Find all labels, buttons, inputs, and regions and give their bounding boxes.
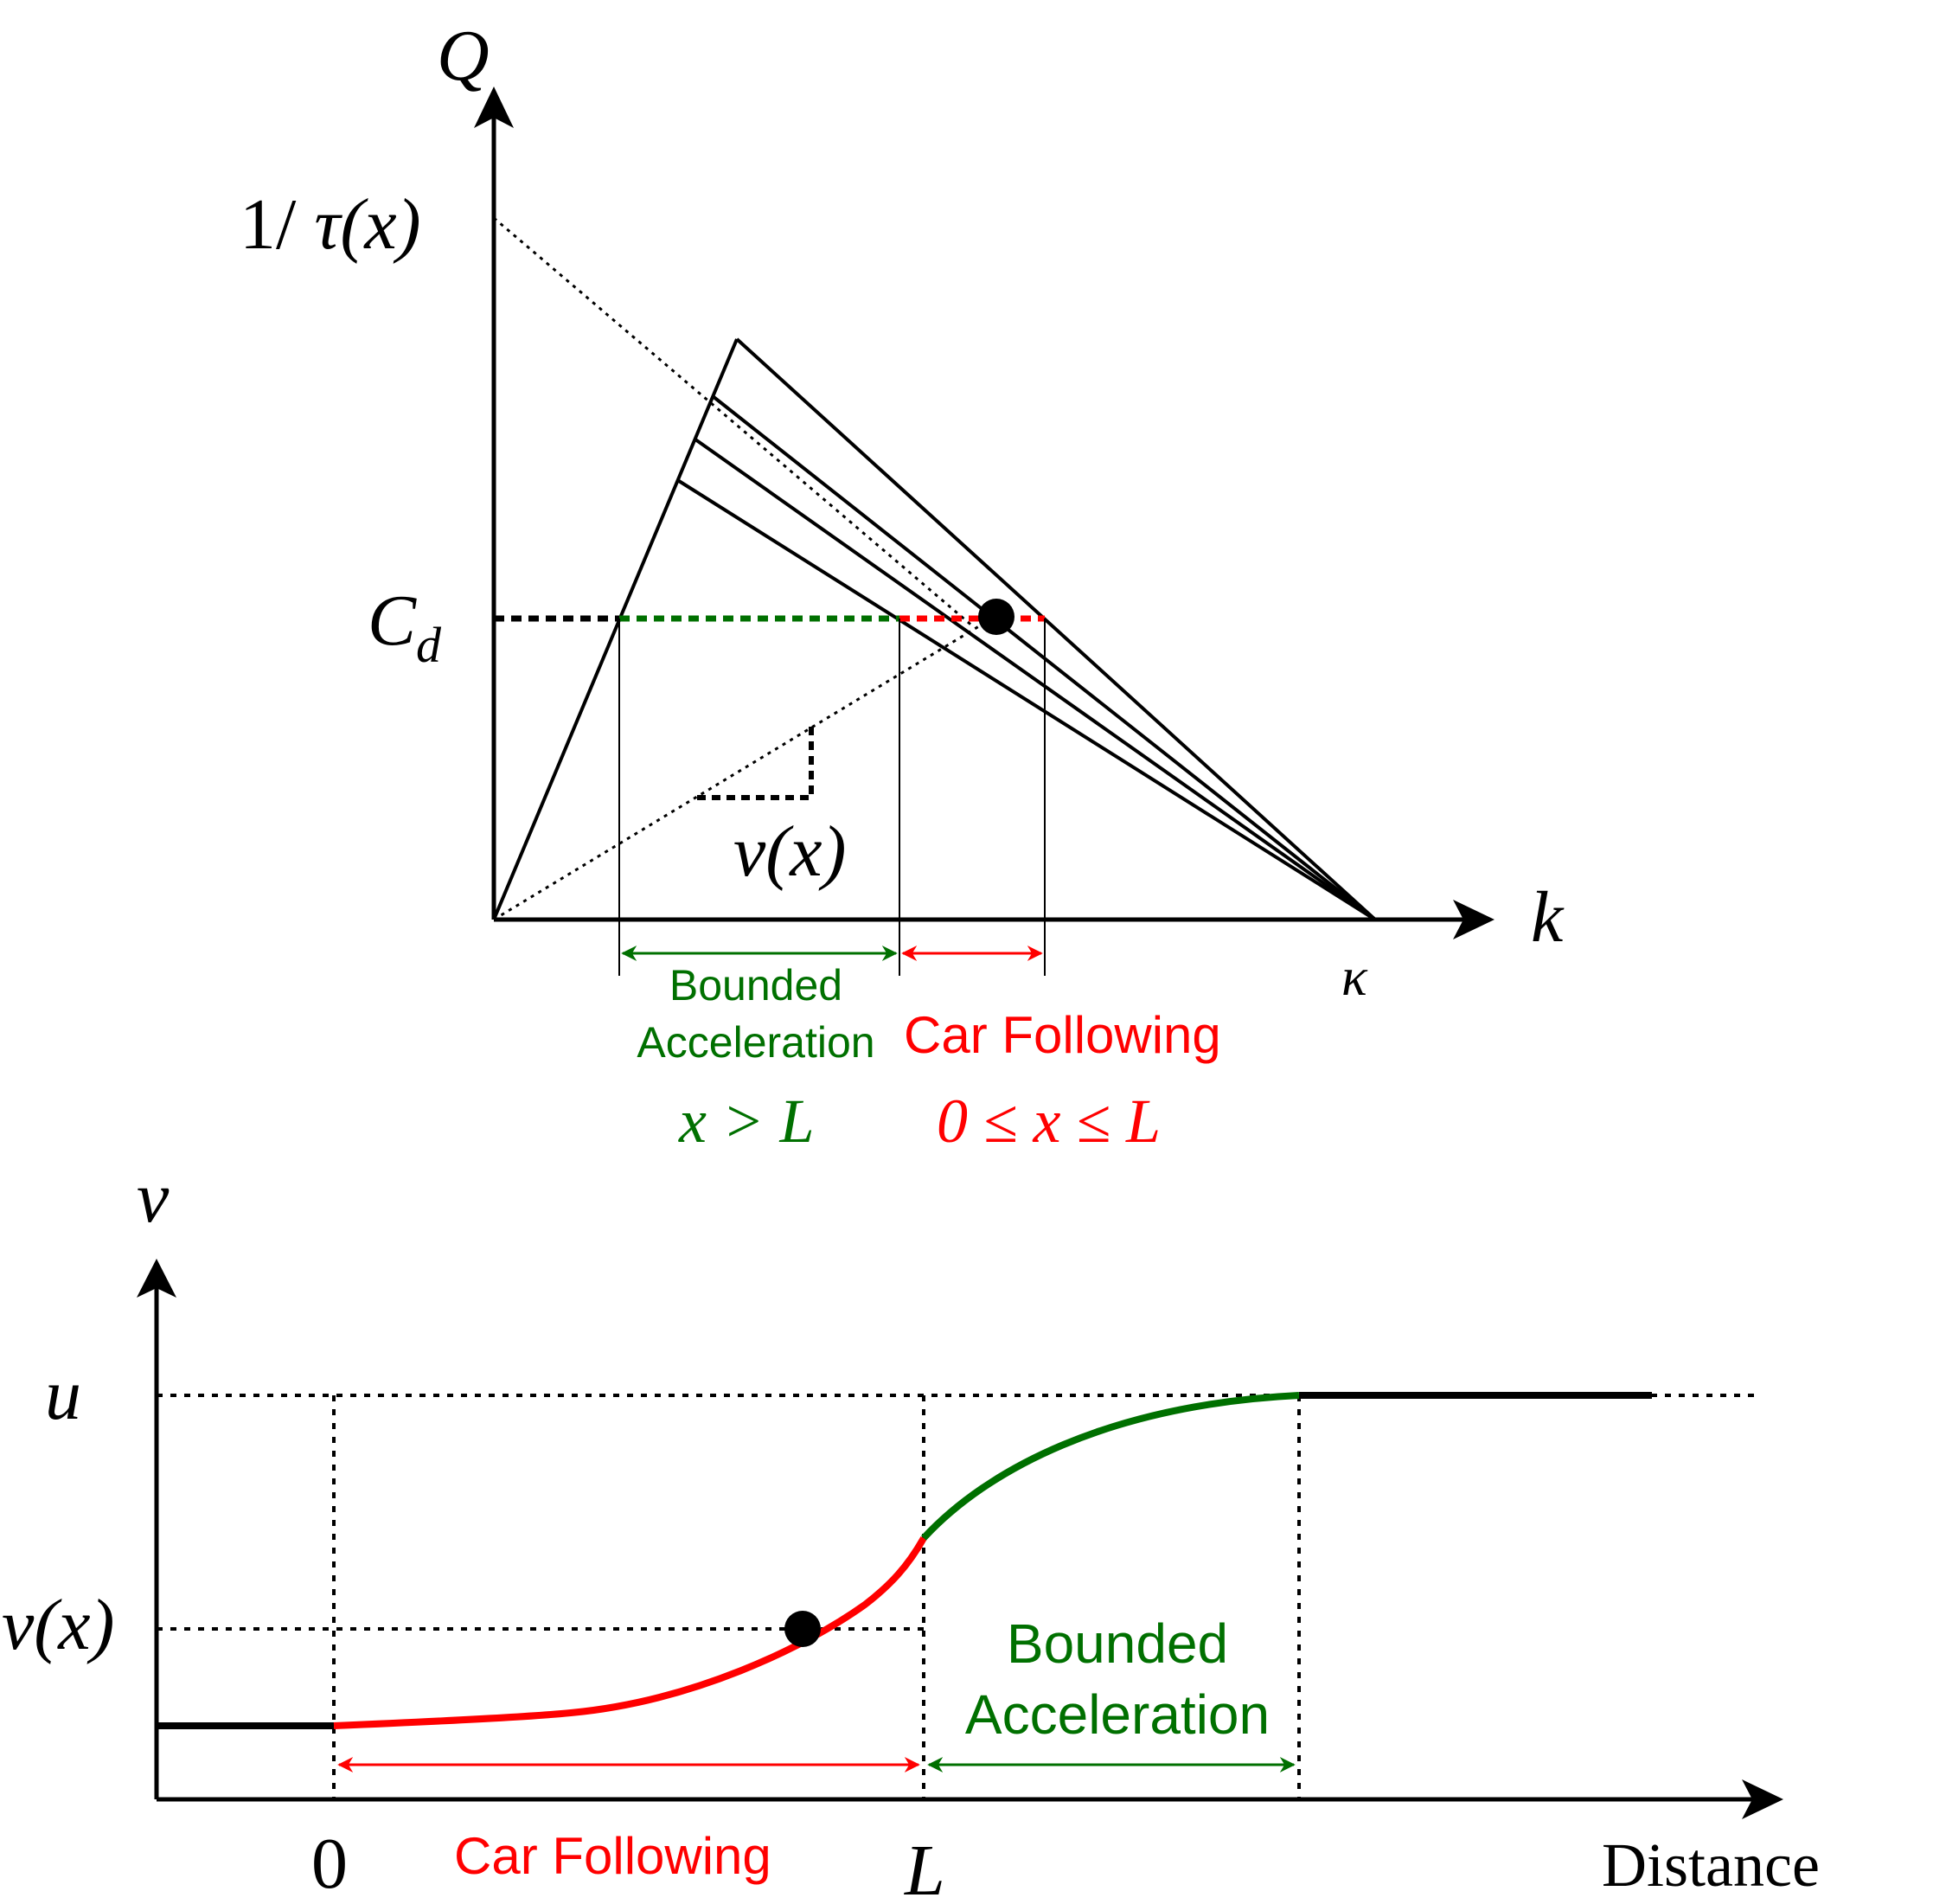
vx-label-top: v(x): [733, 811, 847, 892]
vx-dotted-line: [493, 615, 995, 921]
bounded-label-line2: Acceleration: [637, 1018, 874, 1067]
condition-car-following: 0 ≤ x ≤ L: [937, 1087, 1161, 1156]
congested-branch-1: [735, 337, 1377, 921]
speed-profile-diagram: v u v(x) 0 L Distance Car Following Boun…: [2, 1157, 1820, 1904]
tau-dotted-line: [493, 216, 975, 629]
zero-label: 0: [311, 1824, 348, 1904]
cd-label: Cd: [368, 580, 442, 673]
v-axis-label: v: [137, 1157, 170, 1238]
fundamental-diagram: Q k 1/ τ(x) Cd κ v(x) Bounded Accelerati…: [240, 16, 1565, 1156]
kappa-label: κ: [1341, 948, 1368, 1007]
bounded-label-bottom-line1: Bounded: [1007, 1612, 1228, 1675]
bounded-acceleration-curve: [921, 1392, 1300, 1541]
congested-branch-4: [677, 479, 1377, 921]
vx-label-bottom: v(x): [2, 1585, 115, 1665]
q-axis-label: Q: [437, 16, 490, 96]
distance-label: Distance: [1602, 1830, 1820, 1900]
k-axis-label: k: [1531, 877, 1565, 958]
bounded-label-line1: Bounded: [669, 961, 842, 1010]
u-label: u: [45, 1355, 81, 1435]
speed-point: [784, 1611, 821, 1647]
bounded-label-bottom-line2: Acceleration: [965, 1683, 1270, 1746]
tau-label: 1/ τ(x): [240, 184, 421, 265]
condition-bounded: x > L: [678, 1087, 815, 1156]
congested-branch-3: [694, 438, 1377, 921]
v-axis-arrowhead: [137, 1259, 176, 1298]
car-following-label-top: Car Following: [904, 1006, 1221, 1064]
distance-axis-arrowhead: [1742, 1779, 1783, 1819]
k-axis-arrowhead: [1453, 900, 1495, 939]
l-label: L: [904, 1830, 945, 1904]
car-following-label-bottom: Car Following: [454, 1827, 771, 1885]
free-flow-branch: [492, 338, 739, 920]
car-following-curve: [333, 1536, 927, 1729]
operating-point: [978, 599, 1015, 635]
q-axis-arrowhead: [474, 87, 514, 128]
slope-triangle: [697, 727, 814, 800]
